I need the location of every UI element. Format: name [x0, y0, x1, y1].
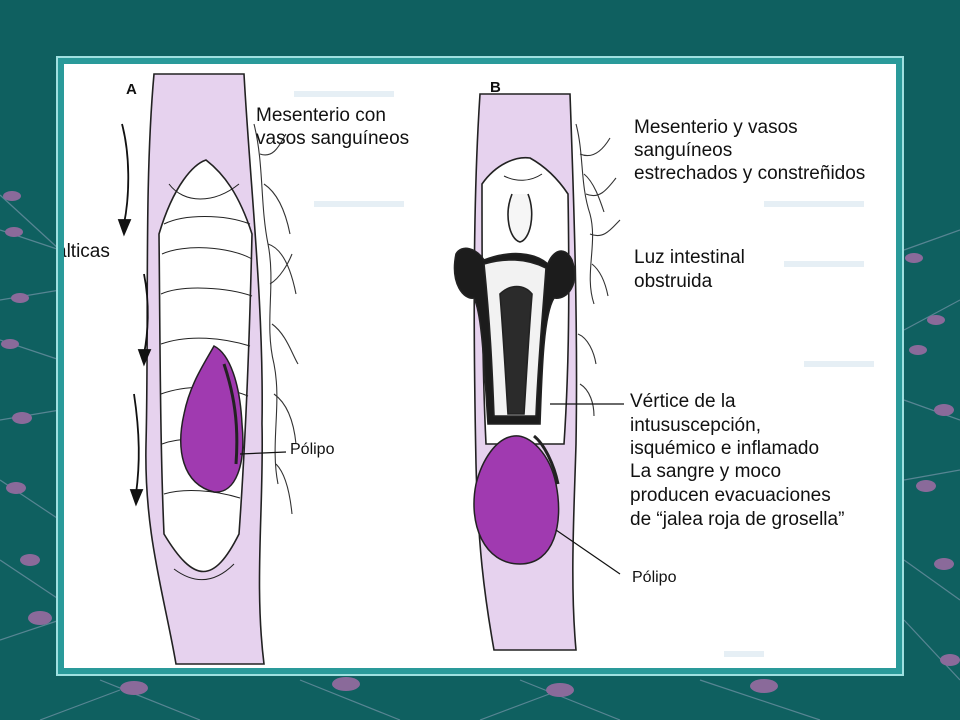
- panel-b-blood-label-line2: producen evacuaciones: [630, 485, 831, 506]
- panel-b-blood-label-line3: de “jalea roja de grosella”: [630, 509, 845, 530]
- peristalsis-arrows: [117, 123, 152, 507]
- panel-b-apex-label-line1: Vértice de la: [630, 391, 736, 412]
- panel-b-apex-label-line2: intususcepción,: [630, 415, 761, 436]
- polyp-b-leader: [555, 529, 621, 575]
- mesentery-vessels-b: [575, 123, 621, 417]
- panel-b-apex-label-line3: isquémico e inflamado: [630, 438, 820, 459]
- polyp-b: [473, 435, 560, 565]
- illustration-panel: A álticas Mesenterio con vasos sanguíneo…: [64, 64, 896, 668]
- panel-a-mesentery-label-line1: Mesenterio con: [256, 105, 386, 126]
- panel-a-letter: A: [126, 81, 137, 98]
- polyp-a-leader: [239, 451, 287, 455]
- polyp-a: [180, 345, 244, 493]
- panel-b-letter: B: [490, 79, 501, 96]
- panel-b-lumen-label-line1: Luz intestinal: [634, 247, 745, 268]
- panel-b-mesentery-label-line2: sanguíneos: [634, 140, 733, 161]
- intestine-b: [453, 93, 578, 651]
- panel-b-mesentery-label-line1: Mesenterio y vasos: [634, 117, 798, 138]
- panel-b-mesentery-label-line3: estrechados y constreñidos: [634, 163, 866, 184]
- panel-b-polyp-label: Pólipo: [632, 569, 677, 586]
- panel-a-polyp-label: Pólipo: [290, 441, 335, 458]
- panel-b-lumen-label-line2: obstruida: [634, 271, 713, 292]
- panel-a-side-label: álticas: [64, 241, 110, 262]
- intussusception-illustration: [117, 73, 874, 665]
- panel-b-blood-label-line1: La sangre y moco: [630, 461, 782, 482]
- panel-a-mesentery-label-line2: vasos sanguíneos: [256, 128, 410, 149]
- mesentery-vessels-a: [253, 123, 299, 515]
